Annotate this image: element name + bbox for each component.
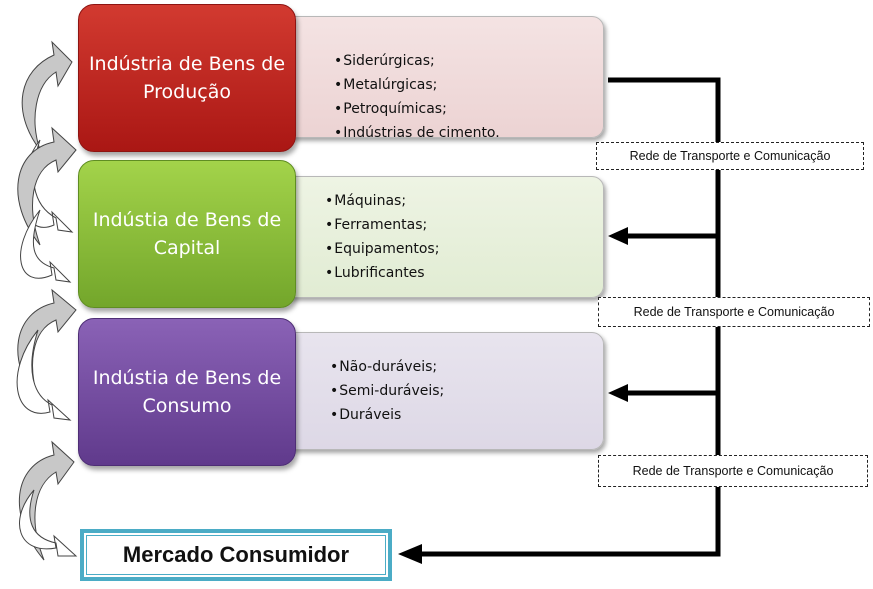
consumer-market-label: Mercado Consumidor: [86, 535, 386, 575]
list-item: Semi-duráveis;: [330, 379, 444, 403]
network-label: Rede de Transporte e Comunicação: [598, 297, 870, 327]
curved-arrow-icon: [20, 209, 72, 283]
list-item: Petroquímicas;: [334, 97, 500, 121]
consumption-items-list: Não-duráveis; Semi-duráveis; Duráveis: [330, 355, 444, 427]
capital-industry-title: Indústia de Bens de Capital: [92, 209, 282, 259]
arrowhead-icon: [398, 227, 628, 564]
production-items-list: Siderúrgicas; Metalúrgicas; Petroquímica…: [334, 49, 500, 145]
production-items-box: Siderúrgicas; Metalúrgicas; Petroquímica…: [250, 16, 604, 141]
curved-arrow-icon: [19, 489, 78, 557]
curved-arrow-icon: [21, 139, 74, 233]
curved-arrow-icon: [21, 40, 73, 151]
list-item: Máquinas;: [325, 189, 439, 213]
curved-arrow-icon: [17, 126, 77, 246]
network-label: Rede de Transporte e Comunicação: [598, 455, 868, 487]
list-item: Ferramentas;: [325, 213, 439, 237]
list-item: Duráveis: [330, 403, 444, 427]
list-item: Indústrias de cimento.: [334, 121, 499, 145]
network-connector-lines: [420, 77, 721, 557]
consumer-market-box: Mercado Consumidor: [80, 529, 392, 581]
list-item: Metalúrgicas;: [334, 73, 500, 97]
production-industry-title: Indústria de Bens de Produção: [88, 53, 286, 103]
consumption-industry-box: Indústia de Bens de Consumo: [78, 318, 296, 466]
list-item: Equipamentos;: [325, 237, 439, 261]
production-industry-box: Indústria de Bens de Produção: [78, 4, 296, 152]
consumption-items-box: Não-duráveis; Semi-duráveis; Duráveis: [250, 332, 604, 450]
curved-arrow-icon: [16, 329, 72, 421]
consumption-industry-title: Indústia de Bens de Consumo: [92, 367, 282, 417]
capital-industry-box: Indústia de Bens de Capital: [78, 160, 296, 308]
network-label: Rede de Transporte e Comunicação: [596, 142, 864, 170]
capital-items-list: Máquinas; Ferramentas; Equipamentos; Lub…: [325, 189, 439, 285]
list-item: Não-duráveis;: [330, 355, 444, 379]
capital-items-box: Máquinas; Ferramentas; Equipamentos; Lub…: [250, 176, 604, 298]
list-item: Siderúrgicas;: [334, 49, 500, 73]
list-item: Lubrificantes: [325, 261, 439, 285]
